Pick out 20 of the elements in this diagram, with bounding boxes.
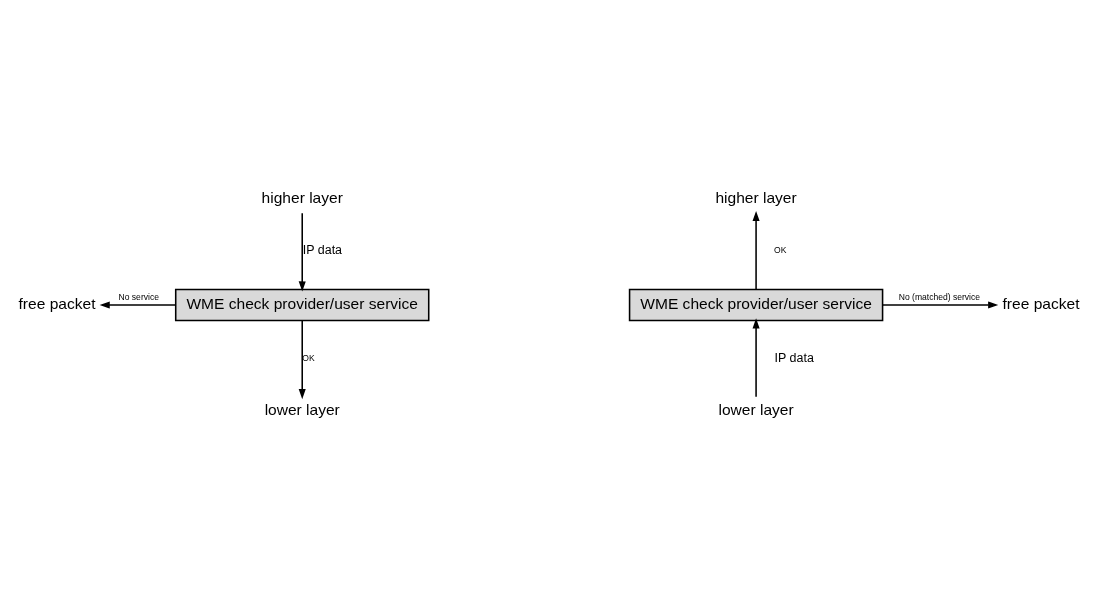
node-text: lower layer (718, 400, 794, 418)
node-text: lower layer (264, 400, 340, 418)
edge-label: IP data (302, 243, 343, 258)
node-text: higher layer (261, 189, 343, 207)
node-text: higher layer (715, 189, 797, 207)
edge-label: No service (118, 292, 159, 303)
node-box: WME check provider/user service (174, 288, 430, 322)
arrow (298, 319, 306, 400)
edge-label: OK (774, 245, 787, 256)
arrow (881, 301, 999, 309)
arrow (752, 318, 760, 398)
edge-label: No (matched) service (898, 292, 981, 303)
node-text: free packet (1002, 294, 1080, 312)
arrow (99, 301, 177, 309)
node-text: free packet (18, 294, 96, 312)
arrow (752, 210, 760, 290)
arrow (298, 212, 306, 292)
edge-label: OK (302, 352, 315, 363)
edge-label: IP data (774, 350, 814, 365)
node-box: WME check provider/user service (628, 288, 884, 322)
